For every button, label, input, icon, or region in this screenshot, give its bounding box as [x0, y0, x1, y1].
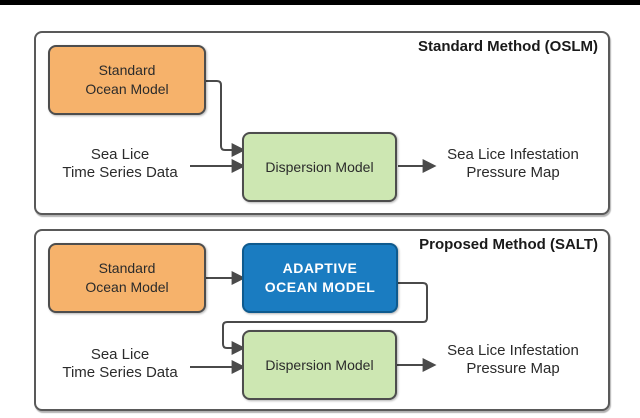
sea-lice-input-label-2: Sea Lice Time Series Data	[62, 346, 178, 381]
panel2-title: Proposed Method (SALT)	[419, 236, 598, 253]
adaptive-ocean-model-box: ADAPTIVE OCEAN MODEL	[242, 243, 398, 313]
standard-ocean-model-box-1: Standard Ocean Model	[48, 45, 206, 115]
panel1-title: Standard Method (OSLM)	[418, 38, 598, 55]
pressure-map-output-label-2: Sea Lice Infestation Pressure Map	[447, 342, 579, 377]
dispersion-model-box-1: Dispersion Model	[242, 132, 397, 202]
dispersion-model-box-2: Dispersion Model	[242, 330, 397, 400]
standard-ocean-model-box-2: Standard Ocean Model	[48, 243, 206, 313]
sea-lice-input-label-1: Sea Lice Time Series Data	[62, 146, 178, 181]
pressure-map-output-label-1: Sea Lice Infestation Pressure Map	[447, 146, 579, 181]
top-rule-bar	[0, 0, 640, 5]
